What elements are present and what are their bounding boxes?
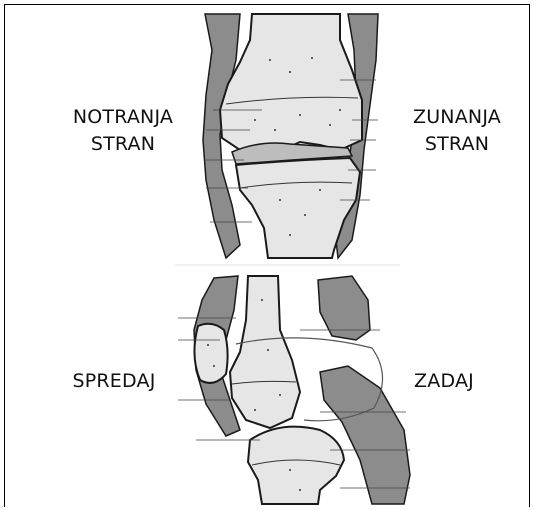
sagittal-knee-view bbox=[178, 276, 410, 504]
label-inner-side-line2: STRAN bbox=[60, 131, 186, 158]
femur-bone bbox=[220, 14, 362, 158]
frontal-knee-view bbox=[203, 14, 378, 258]
label-back: ZADAJ bbox=[404, 368, 484, 395]
label-outer-side-line1: ZUNANJA bbox=[396, 104, 518, 131]
patella-bone bbox=[194, 324, 227, 383]
tibia-sagittal bbox=[248, 427, 344, 504]
label-outer-side: ZUNANJA STRAN bbox=[396, 104, 518, 158]
label-outer-side-line2: STRAN bbox=[396, 131, 518, 158]
label-front: SPREDAJ bbox=[58, 368, 170, 395]
femur-sagittal bbox=[230, 276, 300, 428]
posterior-muscle-lower bbox=[320, 366, 410, 504]
label-inner-side: NOTRANJA STRAN bbox=[60, 104, 186, 158]
label-inner-side-line1: NOTRANJA bbox=[60, 104, 186, 131]
